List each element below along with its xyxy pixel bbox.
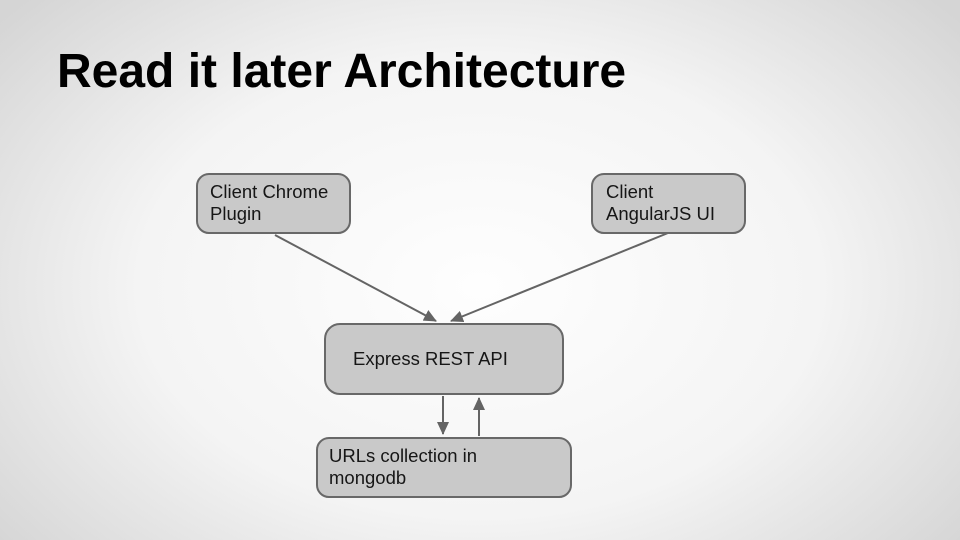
node-client-angularjs-ui[interactable]: Client AngularJS UI <box>591 173 746 234</box>
node-label: Client AngularJS UI <box>606 181 715 224</box>
node-client-chrome-plugin[interactable]: Client Chrome Plugin <box>196 173 351 234</box>
node-label: Express REST API <box>353 348 508 369</box>
node-label: Client Chrome Plugin <box>210 181 329 224</box>
edge-angular-to-api <box>450 232 669 323</box>
node-express-rest-api[interactable]: Express REST API <box>324 323 564 395</box>
edge-chrome-to-api <box>274 234 437 322</box>
node-label: URLs collection in mongodb <box>329 445 478 488</box>
node-urls-collection-mongodb[interactable]: URLs collection in mongodb <box>316 437 572 498</box>
slide-title: Read it later Architecture <box>57 45 627 98</box>
